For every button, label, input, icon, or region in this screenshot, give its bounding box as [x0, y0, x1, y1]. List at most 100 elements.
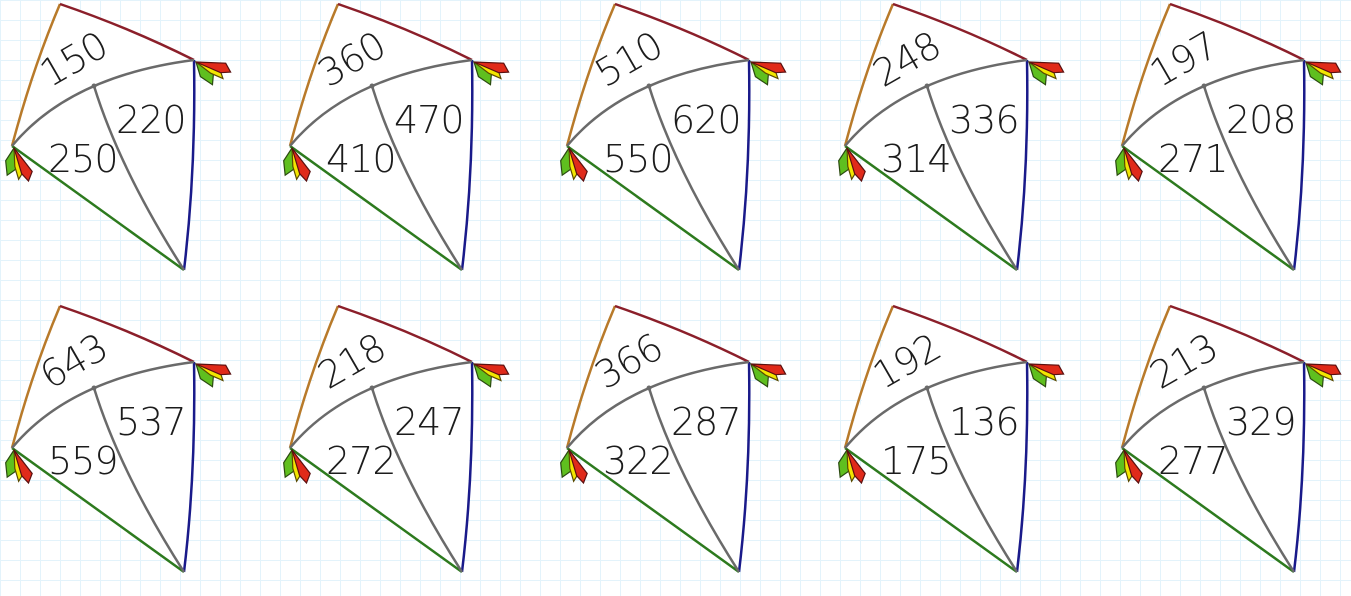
- kite-5-left-bow-red-flap: [1123, 147, 1143, 183]
- kite-7-right-bow-red-flap: [473, 363, 510, 376]
- kite-8-divider-diagonal: [647, 387, 741, 573]
- kite-2-edge-top-left: [288, 3, 340, 147]
- kite-7-right-bow: [472, 362, 510, 388]
- kite-5-edge-top-left: [1120, 3, 1172, 147]
- kite-7-divider-arc: [289, 360, 473, 449]
- kite-4-left-bow: [838, 146, 866, 183]
- kite-8-edge-top-right: [614, 304, 750, 364]
- kite-5-edge-bottom: [1121, 144, 1295, 272]
- kite-9-right-number: 136: [949, 400, 1019, 444]
- kite-10-edge-bottom: [1121, 446, 1295, 574]
- kite-6-fill: [12, 306, 194, 573]
- kite-6-edge-top-right: [59, 304, 195, 364]
- kite-1-edge-top-left: [10, 3, 62, 147]
- kite-8-divider-joint: [646, 385, 652, 391]
- kite-10-edge-top-right: [1169, 304, 1305, 364]
- kite-1-right-bow: [194, 60, 232, 86]
- kite-7-edge-right: [460, 361, 474, 573]
- kite-6-left-number: 559: [48, 439, 118, 483]
- kite-7-right-number: 247: [394, 400, 464, 444]
- kite-1-fill: [12, 4, 194, 271]
- kite-3-edge-top-right: [614, 2, 750, 62]
- kite-2-left-number: 410: [326, 137, 396, 181]
- kite-2-right-bow: [472, 60, 510, 86]
- kite-5-fill: [1122, 4, 1304, 271]
- kite-8-left-bow-red-flap: [568, 449, 588, 485]
- kite-1: 150 220 250: [0, 0, 240, 290]
- kite-1-drawing: 150 220 250: [5, 2, 232, 272]
- kite-1-left-bow-red-flap: [13, 147, 33, 183]
- kite-6-divider-joint: [91, 385, 97, 391]
- kite-5-right-number: 208: [1226, 98, 1296, 142]
- kite-3-drawing: 510 620 550: [560, 2, 787, 272]
- kite-7-drawing: 218 247 272: [283, 304, 510, 574]
- kite-8-divider-arc: [566, 360, 750, 449]
- kite-3-edge-right: [737, 59, 751, 271]
- kite-5-left-bow: [1115, 146, 1143, 183]
- kite-5-divider-diagonal: [1202, 85, 1296, 271]
- kite-7-left-bow: [283, 448, 311, 485]
- kite-1-divider-joint: [91, 83, 97, 89]
- kite-2-right-number: 470: [394, 98, 464, 142]
- kite-8-left-number: 322: [603, 439, 673, 483]
- kite-9-fill: [845, 306, 1027, 573]
- kite-2-left-bow-red-flap: [291, 147, 311, 183]
- kite-9-divider-diagonal: [925, 387, 1019, 573]
- kite-1-edge-bottom: [11, 144, 185, 272]
- kite-10-right-bow: [1304, 362, 1342, 388]
- kite-6-right-bow: [194, 362, 232, 388]
- kite-3-fill: [567, 4, 749, 271]
- kite-5-divider-arc: [1121, 58, 1305, 147]
- kite-6-edge-right: [182, 361, 196, 573]
- kite-10-divider-diagonal: [1202, 387, 1296, 573]
- kite-7-edge-top-left: [288, 305, 340, 449]
- kite-9-edge-bottom: [844, 446, 1018, 574]
- kite-9-right-bow-red-flap: [1028, 363, 1065, 376]
- kite-3-right-bow: [749, 60, 787, 86]
- kite-2-edge-right: [460, 59, 474, 271]
- kite-10-right-number: 329: [1226, 400, 1296, 444]
- kite-10-divider-joint: [1201, 385, 1207, 391]
- kite-3-left-bow: [560, 146, 588, 183]
- kite-1-left-number: 250: [48, 137, 118, 181]
- kite-7-edge-top-right: [337, 304, 473, 364]
- kite-9-left-bow: [838, 448, 866, 485]
- kite-4-edge-top-left: [843, 3, 895, 147]
- kite-9-left-number: 175: [881, 439, 951, 483]
- kite-8-edge-top-left: [565, 305, 617, 449]
- kite-3-left-bow-red-flap: [568, 147, 588, 183]
- kite-10-right-bow-red-flap: [1305, 363, 1342, 376]
- kite-3: 510 620 550: [555, 0, 795, 290]
- kite-8-right-number: 287: [671, 400, 741, 444]
- kite-9-left-bow-red-flap: [846, 449, 866, 485]
- kite-7-divider-diagonal: [370, 387, 464, 573]
- kite-7-left-bow-red-flap: [291, 449, 311, 485]
- kite-8: 366 287 322: [555, 302, 795, 592]
- kite-9-edge-top-right: [892, 304, 1028, 364]
- kite-1-divider-arc: [11, 58, 195, 147]
- kite-6-edge-top-left: [10, 305, 62, 449]
- kite-8-right-bow-red-flap: [750, 363, 787, 376]
- kite-6-right-number: 537: [116, 400, 186, 444]
- kite-4-edge-right: [1015, 59, 1029, 271]
- kite-6-right-bow-red-flap: [195, 363, 232, 376]
- kite-2-divider-arc: [289, 58, 473, 147]
- kite-10-left-bow: [1115, 448, 1143, 485]
- kite-3-right-bow-red-flap: [750, 61, 787, 74]
- kite-10-divider-arc: [1121, 360, 1305, 449]
- kite-5-edge-right: [1292, 59, 1306, 271]
- kite-2-edge-top-right: [337, 2, 473, 62]
- kite-8-drawing: 366 287 322: [560, 304, 787, 574]
- kite-10-edge-right: [1292, 361, 1306, 573]
- kite-5-drawing: 197 208 271: [1115, 2, 1342, 272]
- kite-4-edge-top-right: [892, 2, 1028, 62]
- kite-1-right-number: 220: [116, 98, 186, 142]
- kite-2-left-bow: [283, 146, 311, 183]
- kite-10-fill: [1122, 306, 1304, 573]
- kite-1-right-bow-red-flap: [195, 61, 232, 74]
- kite-2-divider-joint: [369, 83, 375, 89]
- kite-4-left-number: 314: [881, 137, 951, 181]
- kite-9-edge-top-left: [843, 305, 895, 449]
- kite-4-edge-bottom: [844, 144, 1018, 272]
- kite-10-drawing: 213 329 277: [1115, 304, 1342, 574]
